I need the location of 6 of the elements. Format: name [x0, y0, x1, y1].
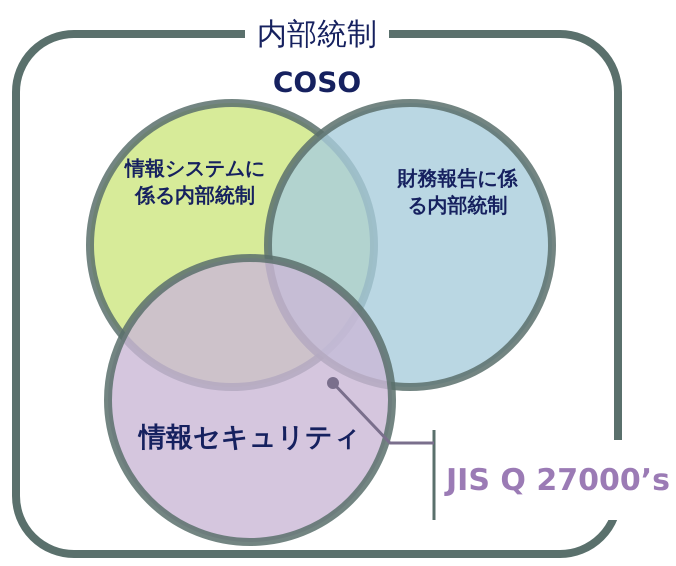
circle-label: 財務報告に係る内部統制	[396, 165, 519, 219]
standard-label: JIS Q 27000’s	[443, 462, 670, 498]
circle-label: 情報セキュリティ	[136, 421, 362, 455]
frame-subtitle: COSO	[272, 66, 362, 99]
leader-line	[327, 377, 434, 444]
circle-label: 情報システムに係る内部統制	[123, 155, 266, 209]
